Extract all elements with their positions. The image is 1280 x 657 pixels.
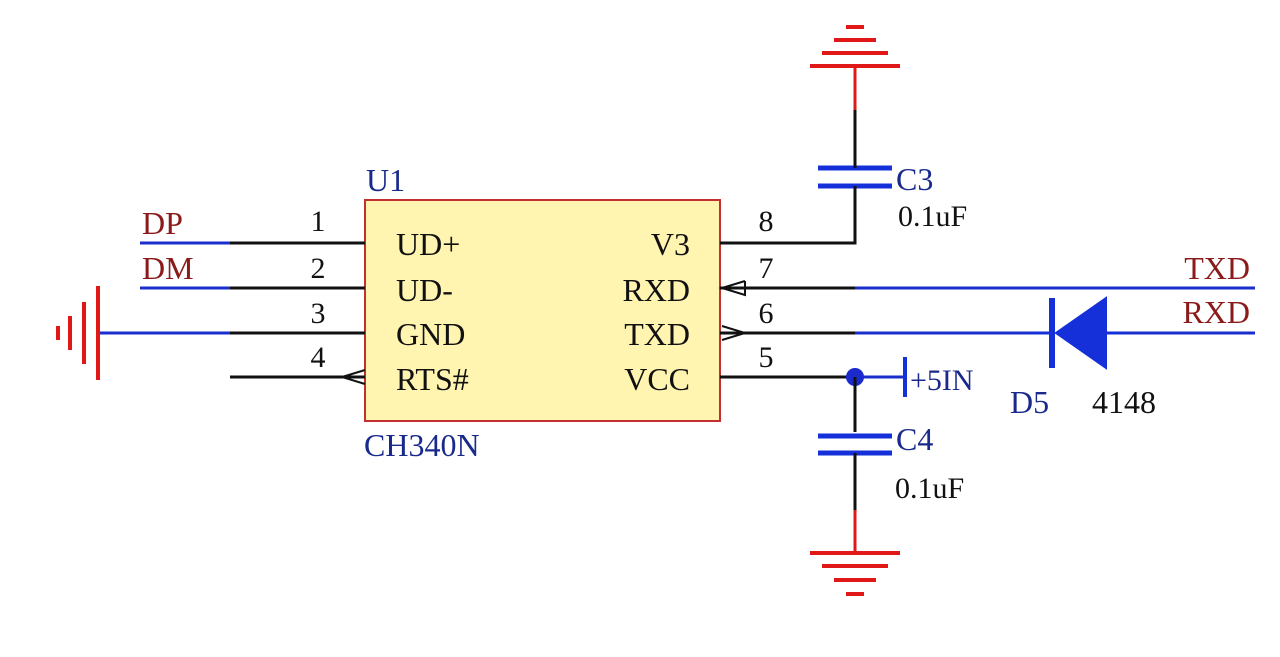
net-label-power: +5IN [910,364,974,397]
c4-value: 0.1uF [895,472,964,505]
ground-icon [810,25,900,68]
chip-part-number: CH340N [364,427,480,463]
c3-value: 0.1uF [898,200,967,233]
capacitor-icon [818,165,892,195]
pin-name-txd: TXD [624,316,690,352]
pin-name-ud-plus: UD+ [396,226,460,262]
pin-number-7: 7 [759,252,774,285]
chip-designator: U1 [366,162,405,198]
capacitor-icon [818,433,892,456]
pin-name-rxd: RXD [622,272,690,308]
input-arrow-icon [338,369,366,385]
pin-name-vcc: VCC [624,361,690,397]
pin-name-v3: V3 [651,226,690,262]
input-arrow-icon [718,280,746,297]
pin-number-2: 2 [311,252,326,285]
ground-icon [56,286,100,380]
chip-body [364,199,721,422]
d5-designator: D5 [1010,384,1049,420]
net-label-dm: DM [142,250,194,286]
pin-number-5: 5 [759,341,774,374]
c4-designator: C4 [896,421,933,457]
c3-designator: C3 [896,161,933,197]
pin-number-6: 6 [759,297,774,330]
net-label-txd: TXD [1184,250,1250,286]
net-label-dp: DP [142,205,183,241]
wire-pin8 [720,195,857,245]
pin-number-8: 8 [759,205,774,238]
diode-icon [1030,296,1125,370]
pin-number-4: 4 [311,341,326,374]
net-label-rxd: RXD [1182,294,1250,330]
pin-name-gnd: GND [396,316,465,352]
pin-name-rts: RTS# [396,361,469,397]
d5-part-number: 4148 [1092,384,1156,420]
pin-number-1: 1 [311,205,326,238]
ground-icon [810,551,900,596]
output-arrow-icon [721,325,749,341]
pin-number-3: 3 [311,297,326,330]
pin-name-ud-minus: UD- [396,272,453,308]
